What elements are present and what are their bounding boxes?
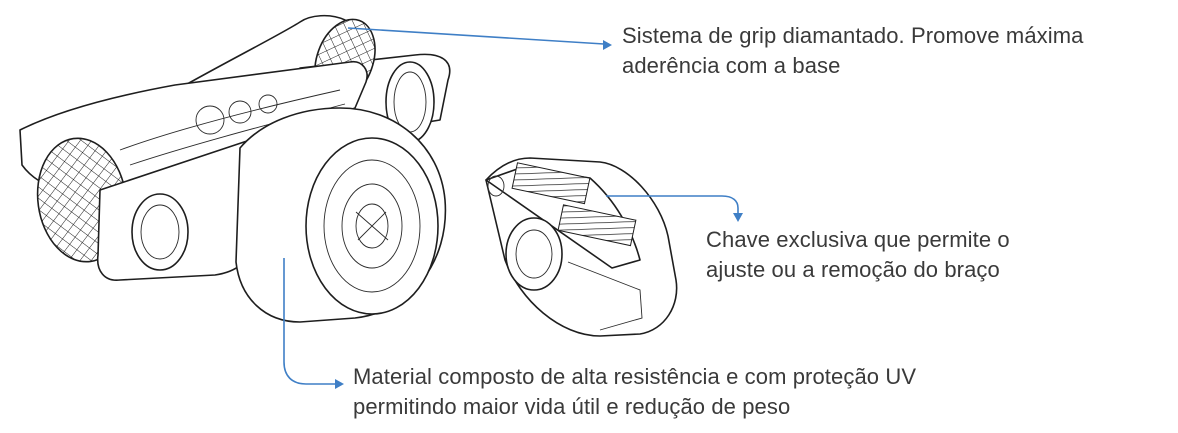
callout-grip-line-1: Sistema de grip diamantado. Promove máxi… [622,23,1084,48]
key-ridges-1 [511,162,591,205]
leader-key-arrow [733,213,743,222]
callout-grip: Sistema de grip diamantado. Promove máxi… [622,21,1084,81]
key-drawing [485,157,678,337]
callout-key: Chave exclusiva que permite o ajuste ou … [706,225,1010,285]
leader-grip-arrow [603,40,612,50]
key-edge-detail [567,261,643,331]
leader-key [606,195,739,214]
callout-material-line-1: Material composto de alta resistência e … [353,364,917,389]
knob-ring-1 [323,159,421,293]
knob-ring-2 [341,183,403,269]
knob-ring-3 [355,203,389,249]
key-pin [487,175,505,197]
callout-key-line-2: ajuste ou a remoção do braço [706,257,1000,282]
leader-grip [347,27,605,45]
leader-lines [283,27,743,389]
callout-grip-line-2: aderência com a base [622,53,841,78]
callout-material-line-2: permitindo maior vida útil e redução de … [353,394,791,419]
key-hub-outer [505,217,563,291]
callout-material: Material composto de alta resistência e … [353,362,916,422]
knob-center-mark [355,211,389,241]
leader-material [283,258,336,385]
front-left-ring-inner [140,204,180,260]
callout-key-line-1: Chave exclusiva que permite o [706,227,1010,252]
leader-material-arrow [335,379,344,389]
arm-assembly-drawing [19,14,451,323]
key-hub-inner [515,229,553,279]
key-ridges-2 [557,204,637,247]
body-slot-top [119,89,341,151]
